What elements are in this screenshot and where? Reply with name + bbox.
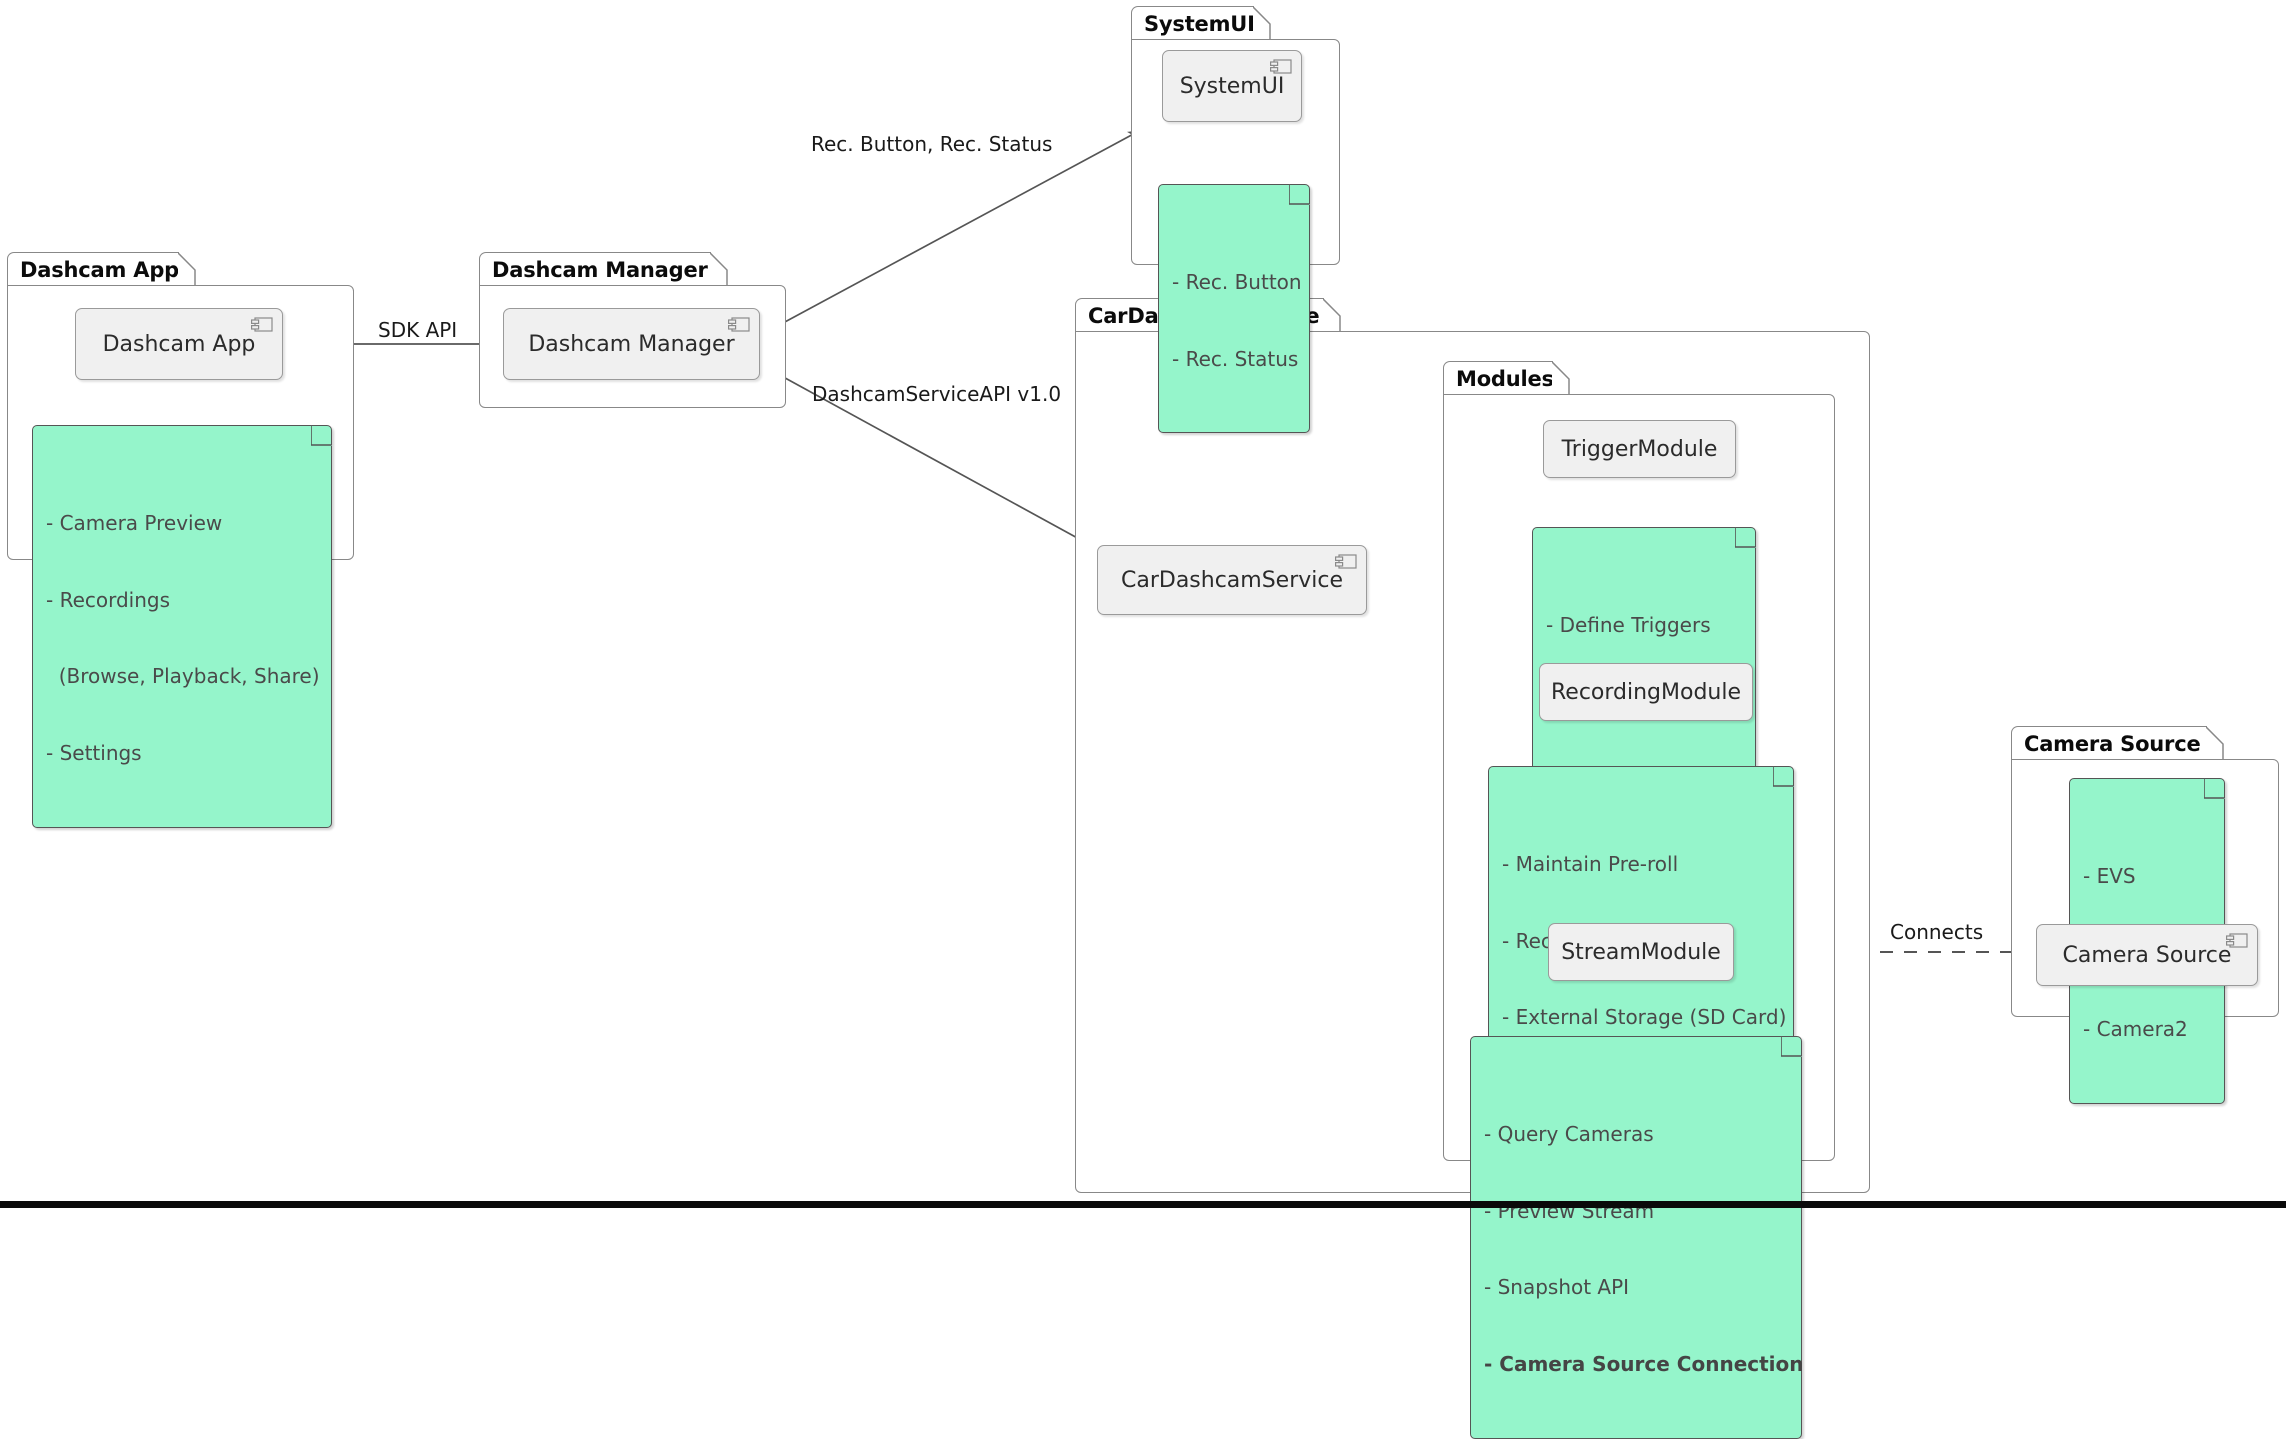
component-recording-module[interactable]: RecordingModule [1539,663,1753,721]
package-dashcam-manager-title: Dashcam Manager [479,252,711,286]
package-tab-corner [1552,361,1570,395]
uml-component-icon [251,317,273,332]
uml-component-icon [2226,933,2248,948]
edge-label-connects: Connects [1890,920,1984,944]
note-camera-source-line-2: - Camera2 [2083,1017,2188,1042]
note-recording-module-line-2: - External Storage (SD Card) [1502,1005,1787,1030]
note-dashcam-app-line-2: (Browse, Playback, Share) [46,664,320,689]
note-stream-module-line-2: - Snapshot API [1484,1275,1630,1300]
note-stream-module-line-bold: - Camera Source Connection [1484,1352,1804,1378]
edge-rec-button-status [769,130,1140,331]
note-trigger-module-line-0: - Define Triggers [1546,612,1711,637]
bottom-edge-bar [0,1201,2286,1208]
component-stream-module-label: StreamModule [1561,939,1721,965]
note-fold-icon [2204,778,2225,799]
component-system-ui[interactable]: SystemUI [1162,50,1302,122]
note-dashcam-app: - Camera Preview - Recordings (Browse, P… [32,425,332,828]
edge-label-sdk-api: SDK API [378,318,458,342]
package-modules-title: Modules [1443,361,1554,395]
component-dashcam-app[interactable]: Dashcam App [75,308,283,380]
package-camera-source-title: Camera Source [2011,726,2207,760]
note-fold-icon [311,425,332,446]
uml-component-icon [1335,554,1357,569]
note-dashcam-app-line-1: - Recordings [46,587,171,612]
note-system-ui-line-1: - Rec. Status [1172,346,1299,371]
note-fold-icon [1289,184,1310,205]
note-recording-module-line-0: - Maintain Pre-roll [1502,851,1679,876]
package-dashcam-app-title: Dashcam App [7,252,179,286]
note-fold-icon [1781,1036,1802,1057]
package-tab-corner [1253,6,1271,40]
note-system-ui-line-0: - Rec. Button [1172,269,1302,294]
uml-component-icon [728,317,750,332]
component-recording-module-label: RecordingModule [1550,679,1742,705]
note-stream-module-bold-text: - Camera Source Connection [1484,1352,1804,1377]
note-camera-source-line-0: - EVS [2083,863,2136,888]
component-stream-module[interactable]: StreamModule [1548,923,1734,981]
component-camera-source[interactable]: Camera Source [2036,924,2258,986]
edge-label-rec-button-status: Rec. Button, Rec. Status [811,132,1053,156]
component-trigger-module[interactable]: TriggerModule [1543,420,1736,478]
note-fold-icon [1735,527,1756,548]
note-fold-icon [1773,766,1794,787]
component-trigger-module-label: TriggerModule [1561,436,1718,462]
uml-component-icon [1270,59,1292,74]
diagram-canvas: Dashcam App Dashcam App - Camera Preview… [0,6,2286,1439]
component-dashcam-app-label: Dashcam App [102,331,256,357]
package-system-ui-title: SystemUI [1131,6,1255,40]
package-tab-corner [1323,298,1341,332]
component-car-dashcam-service-label: CarDashcamService [1120,567,1344,593]
package-tab-corner [2206,726,2224,760]
component-system-ui-label: SystemUI [1179,73,1285,99]
package-tab-corner [178,252,196,286]
edge-dashcam-service-api [775,372,1093,547]
edge-label-dashcam-service-api: DashcamServiceAPI v1.0 [812,382,1062,406]
note-stream-module: - Query Cameras - Preview Stream - Snaps… [1470,1036,1804,1439]
note-stream-module-line-0: - Query Cameras [1484,1121,1654,1146]
component-dashcam-manager[interactable]: Dashcam Manager [503,308,760,380]
note-dashcam-app-line-3: - Settings [46,741,142,766]
note-dashcam-app-line-0: - Camera Preview [46,510,223,535]
package-tab-corner [710,252,728,286]
component-dashcam-manager-label: Dashcam Manager [528,331,735,357]
note-system-ui: - Rec. Button - Rec. Status [1158,184,1310,434]
component-camera-source-label: Camera Source [2062,942,2232,968]
component-car-dashcam-service[interactable]: CarDashcamService [1097,545,1367,615]
